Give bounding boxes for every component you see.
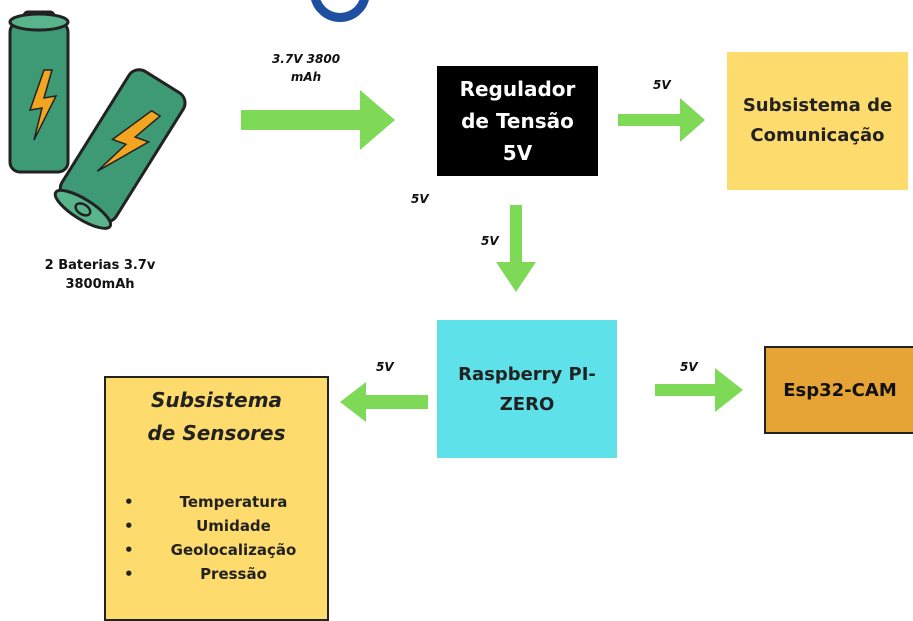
sensor-item-label: Temperatura xyxy=(179,493,288,511)
esp32-box: Esp32-CAM xyxy=(764,346,913,434)
label-raspberry-to-sensors: 5V xyxy=(376,360,394,374)
bullet: • xyxy=(124,565,134,583)
battery-caption: 2 Baterias 3.7v 3800mAh xyxy=(20,256,180,294)
bullet: • xyxy=(124,541,134,559)
sensors-box: Subsistema de Sensores • Temperatura • Umi… xyxy=(104,376,329,621)
label-regulator-side: 5V xyxy=(411,192,429,206)
bullet: • xyxy=(124,493,134,511)
regulator-line1: Regulador xyxy=(459,77,576,101)
sensor-item-label: Pressão xyxy=(200,565,267,583)
esp32-label: Esp32-CAM xyxy=(783,379,897,401)
raspberry-box: Raspberry PI- ZERO xyxy=(437,320,617,458)
communication-line2: Comunicação xyxy=(750,125,885,146)
communication-box: Subsistema de Comunicação xyxy=(727,52,908,190)
battery-icon xyxy=(8,10,187,230)
sensors-title-line2: de Sensores xyxy=(147,421,286,445)
arrow-raspberry-to-esp32 xyxy=(655,368,743,412)
label-regulator-to-raspberry: 5V xyxy=(481,234,499,248)
arrow-battery-to-regulator xyxy=(241,90,395,150)
arrow-raspberry-to-sensors xyxy=(340,382,428,422)
label-battery-output-line1: 3.7V 3800 xyxy=(271,52,341,66)
regulator-line3: 5V xyxy=(502,141,533,165)
arrow-regulator-to-raspberry xyxy=(496,205,536,292)
communication-line1: Subsistema de xyxy=(742,95,893,116)
regulator-box: Regulador de Tensão 5V xyxy=(437,66,598,176)
sensor-item-label: Geolocalização xyxy=(170,541,297,559)
sensor-item: • Geolocalização xyxy=(106,538,327,562)
sensor-item: • Temperatura xyxy=(106,490,327,514)
raspberry-line2: ZERO xyxy=(499,394,555,415)
regulator-line2: de Tensão xyxy=(461,109,574,133)
arrow-regulator-to-communication xyxy=(618,98,705,142)
label-regulator-to-communication: 5V xyxy=(653,78,671,92)
raspberry-line1: Raspberry PI- xyxy=(458,364,596,385)
sensors-title-line1: Subsistema xyxy=(150,388,283,412)
sensors-list: • Temperatura • Umidade • Geolocalização • P… xyxy=(106,490,327,586)
battery-caption-line2: 3800mAh xyxy=(65,277,135,292)
label-battery-output-line2: mAh xyxy=(290,70,322,84)
battery-back xyxy=(8,10,70,174)
battery-front xyxy=(53,68,187,230)
bullet: • xyxy=(124,517,134,535)
label-battery-output: 3.7V 3800 mAh xyxy=(271,50,341,86)
label-raspberry-to-esp32: 5V xyxy=(680,360,698,374)
sensor-item: • Umidade xyxy=(106,514,327,538)
sensor-item-label: Umidade xyxy=(196,517,271,535)
battery-caption-line1: 2 Baterias 3.7v xyxy=(44,258,156,273)
sensor-item: • Pressão xyxy=(106,562,327,586)
